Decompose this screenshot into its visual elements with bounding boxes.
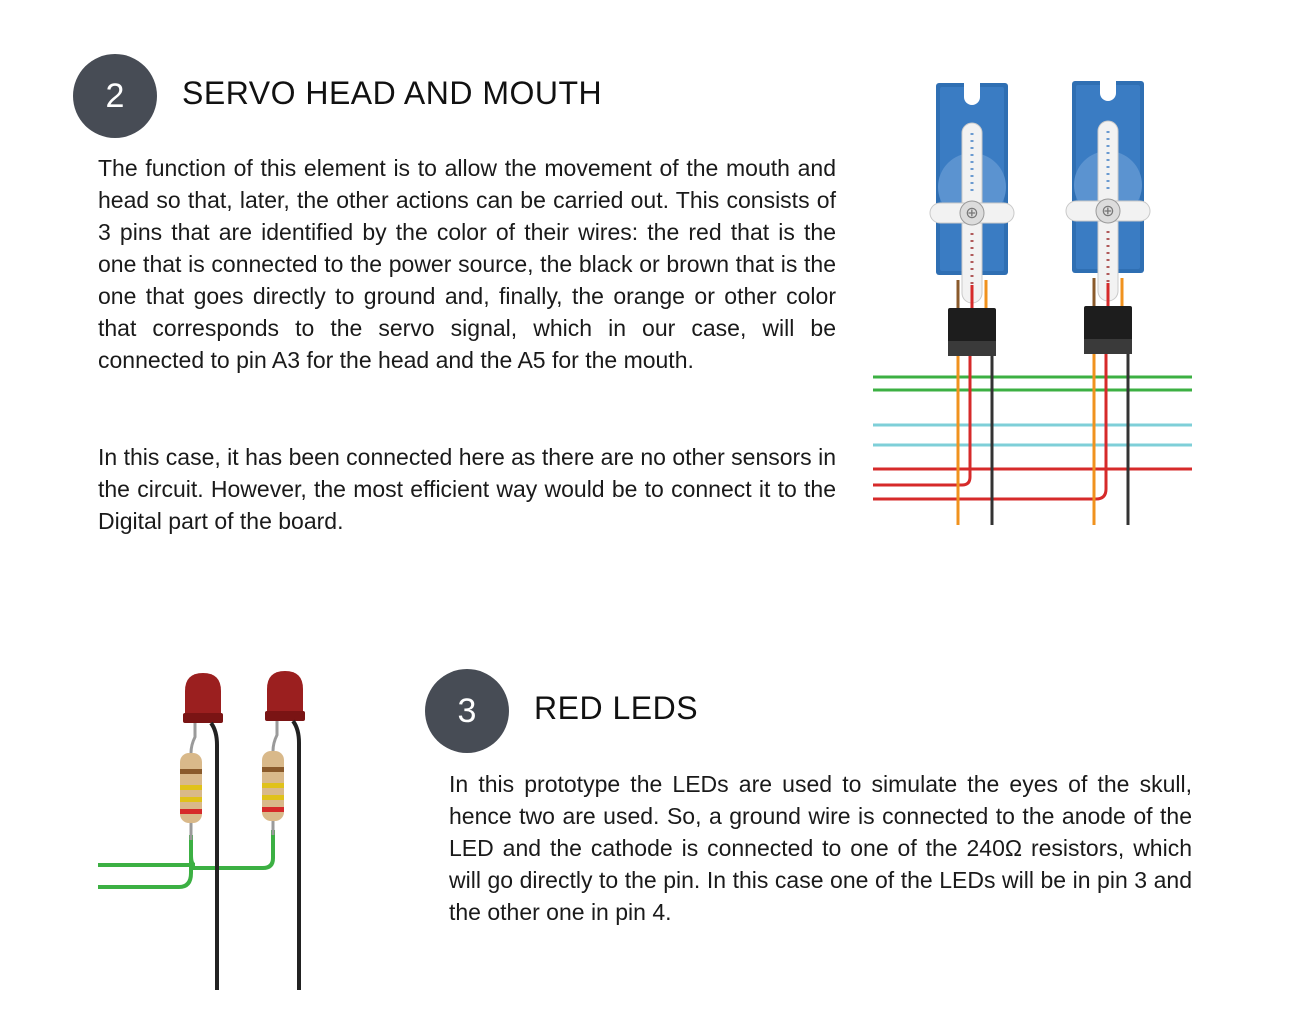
green-wire: [191, 830, 275, 870]
servo-motor: ⊕: [1065, 79, 1151, 525]
section-number-badge: 2: [73, 54, 157, 138]
servo-motor: ⊕: [929, 83, 1015, 525]
section-paragraph: In this prototype the LEDs are used to s…: [449, 771, 1192, 925]
section-title: RED LEDS: [534, 690, 699, 726]
led-wiring-diagram: [98, 671, 305, 990]
section-paragraph: The function of this element is to allow…: [98, 155, 836, 373]
green-wire: [98, 840, 196, 867]
red-led: [180, 673, 223, 990]
section-number: 2: [105, 76, 125, 115]
section-paragraph: In this case, it has been connected here…: [98, 444, 836, 534]
section-number: 3: [457, 691, 477, 730]
svg-text:⊕: ⊕: [965, 203, 978, 222]
red-wire: [873, 350, 972, 487]
green-wire: [98, 835, 193, 889]
section-number-badge: 3: [425, 669, 509, 753]
servo-wiring-diagram: ⊕ ⊕: [873, 79, 1192, 525]
svg-text:⊕: ⊕: [1101, 201, 1114, 220]
section-title: SERVO HEAD AND MOUTH: [182, 75, 603, 111]
red-led: [262, 671, 305, 990]
red-wire: [873, 350, 1108, 501]
